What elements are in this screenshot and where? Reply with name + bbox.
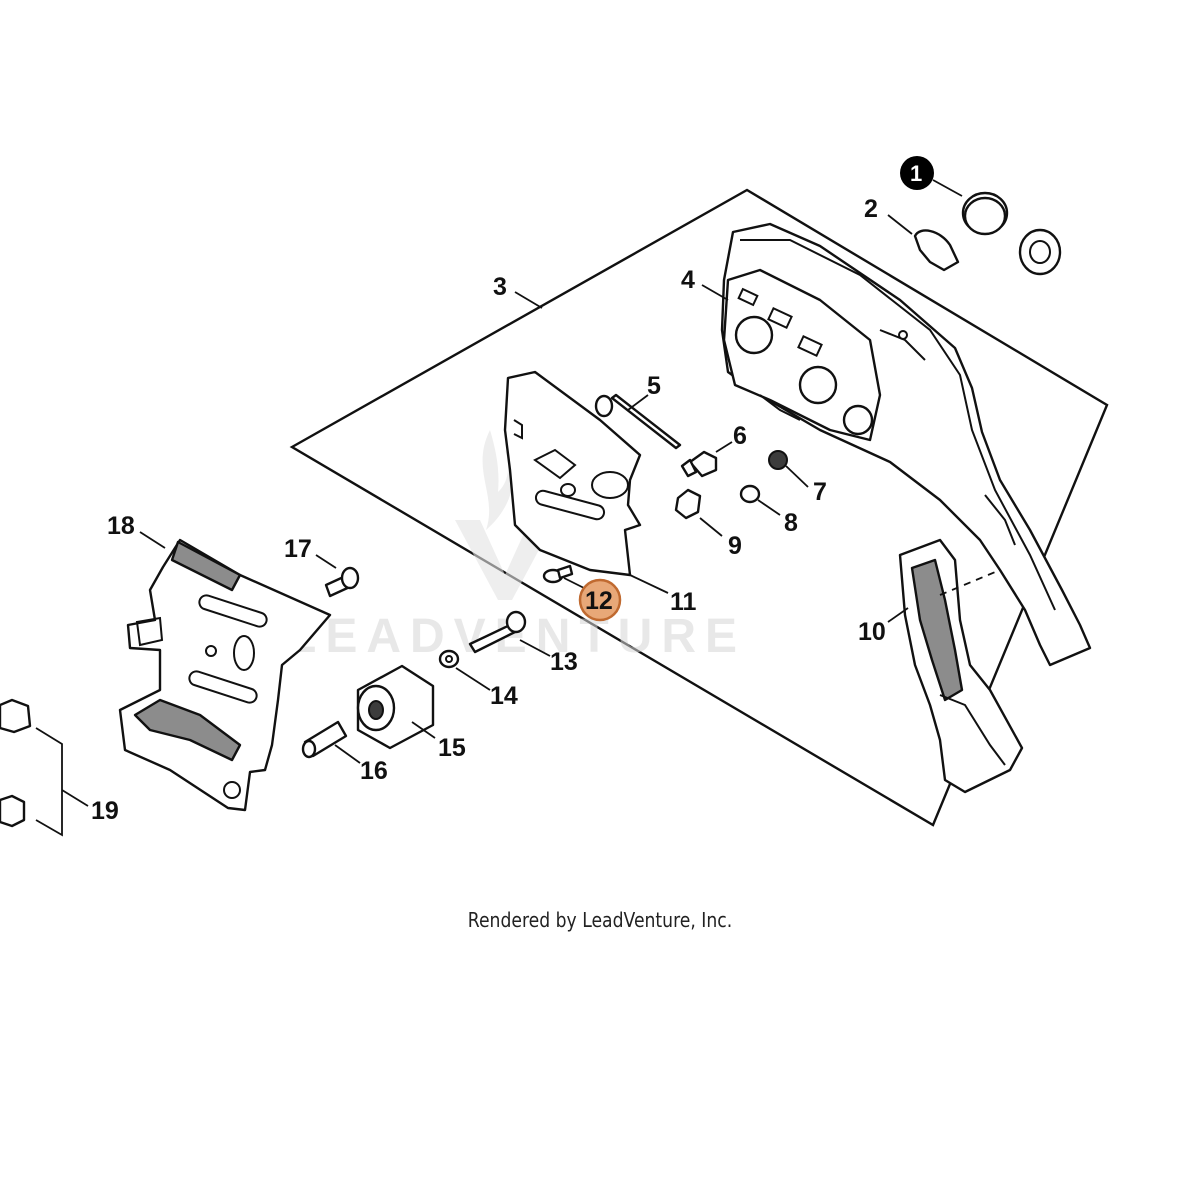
inner-plate-part xyxy=(503,370,642,577)
callout-1-badge xyxy=(900,156,934,190)
callout-18[interactable]: 18 xyxy=(107,512,135,540)
washer-part xyxy=(438,649,460,669)
callout-9[interactable]: 9 xyxy=(728,532,742,560)
callout-15[interactable]: 15 xyxy=(438,734,466,762)
callout-19[interactable]: 19 xyxy=(91,797,119,825)
spacer-part xyxy=(739,484,761,504)
outer-plate-part xyxy=(118,538,332,812)
callout-13[interactable]: 13 xyxy=(550,648,578,676)
callout-14[interactable]: 14 xyxy=(490,682,518,710)
screw-long-part xyxy=(468,610,527,654)
flange-nut-part xyxy=(961,191,1062,276)
bumper-strip-part xyxy=(898,538,1024,794)
leader-lines xyxy=(35,179,1001,837)
hex-bolts-part xyxy=(0,698,32,828)
callout-7[interactable]: 7 xyxy=(813,478,827,506)
spring-clip-part xyxy=(913,229,960,272)
callout-8[interactable]: 8 xyxy=(784,509,798,537)
nut-small-part xyxy=(768,450,788,470)
callout-5[interactable]: 5 xyxy=(647,372,661,400)
callout-10[interactable]: 10 xyxy=(858,618,886,646)
small-screw-part xyxy=(542,564,574,584)
bushing-part xyxy=(356,664,435,750)
callout-4[interactable]: 4 xyxy=(681,266,695,294)
callout-2[interactable]: 2 xyxy=(864,195,878,223)
screw-short-part xyxy=(324,566,360,598)
callout-3[interactable]: 3 xyxy=(493,273,507,301)
assembly-outline xyxy=(289,188,1109,827)
callout-1[interactable]: 1 xyxy=(910,161,922,186)
callout-12-highlight xyxy=(578,578,622,622)
sprocket-cover-part xyxy=(720,222,1092,667)
callout-12[interactable]: 12 xyxy=(585,587,613,615)
callout-11[interactable]: 11 xyxy=(670,588,697,616)
clip-part xyxy=(674,488,702,520)
adjuster-pin-part xyxy=(680,450,718,478)
pin-part xyxy=(301,720,348,759)
callout-6[interactable]: 6 xyxy=(733,422,747,450)
callout-17[interactable]: 17 xyxy=(284,535,312,563)
callout-16[interactable]: 16 xyxy=(360,757,388,785)
callouts: 1 2 3 4 5 6 7 8 9 10 11 12 13 14 15 16 1… xyxy=(91,156,934,825)
render-credit-footer: Rendered by LeadVenture, Inc. xyxy=(467,908,733,932)
